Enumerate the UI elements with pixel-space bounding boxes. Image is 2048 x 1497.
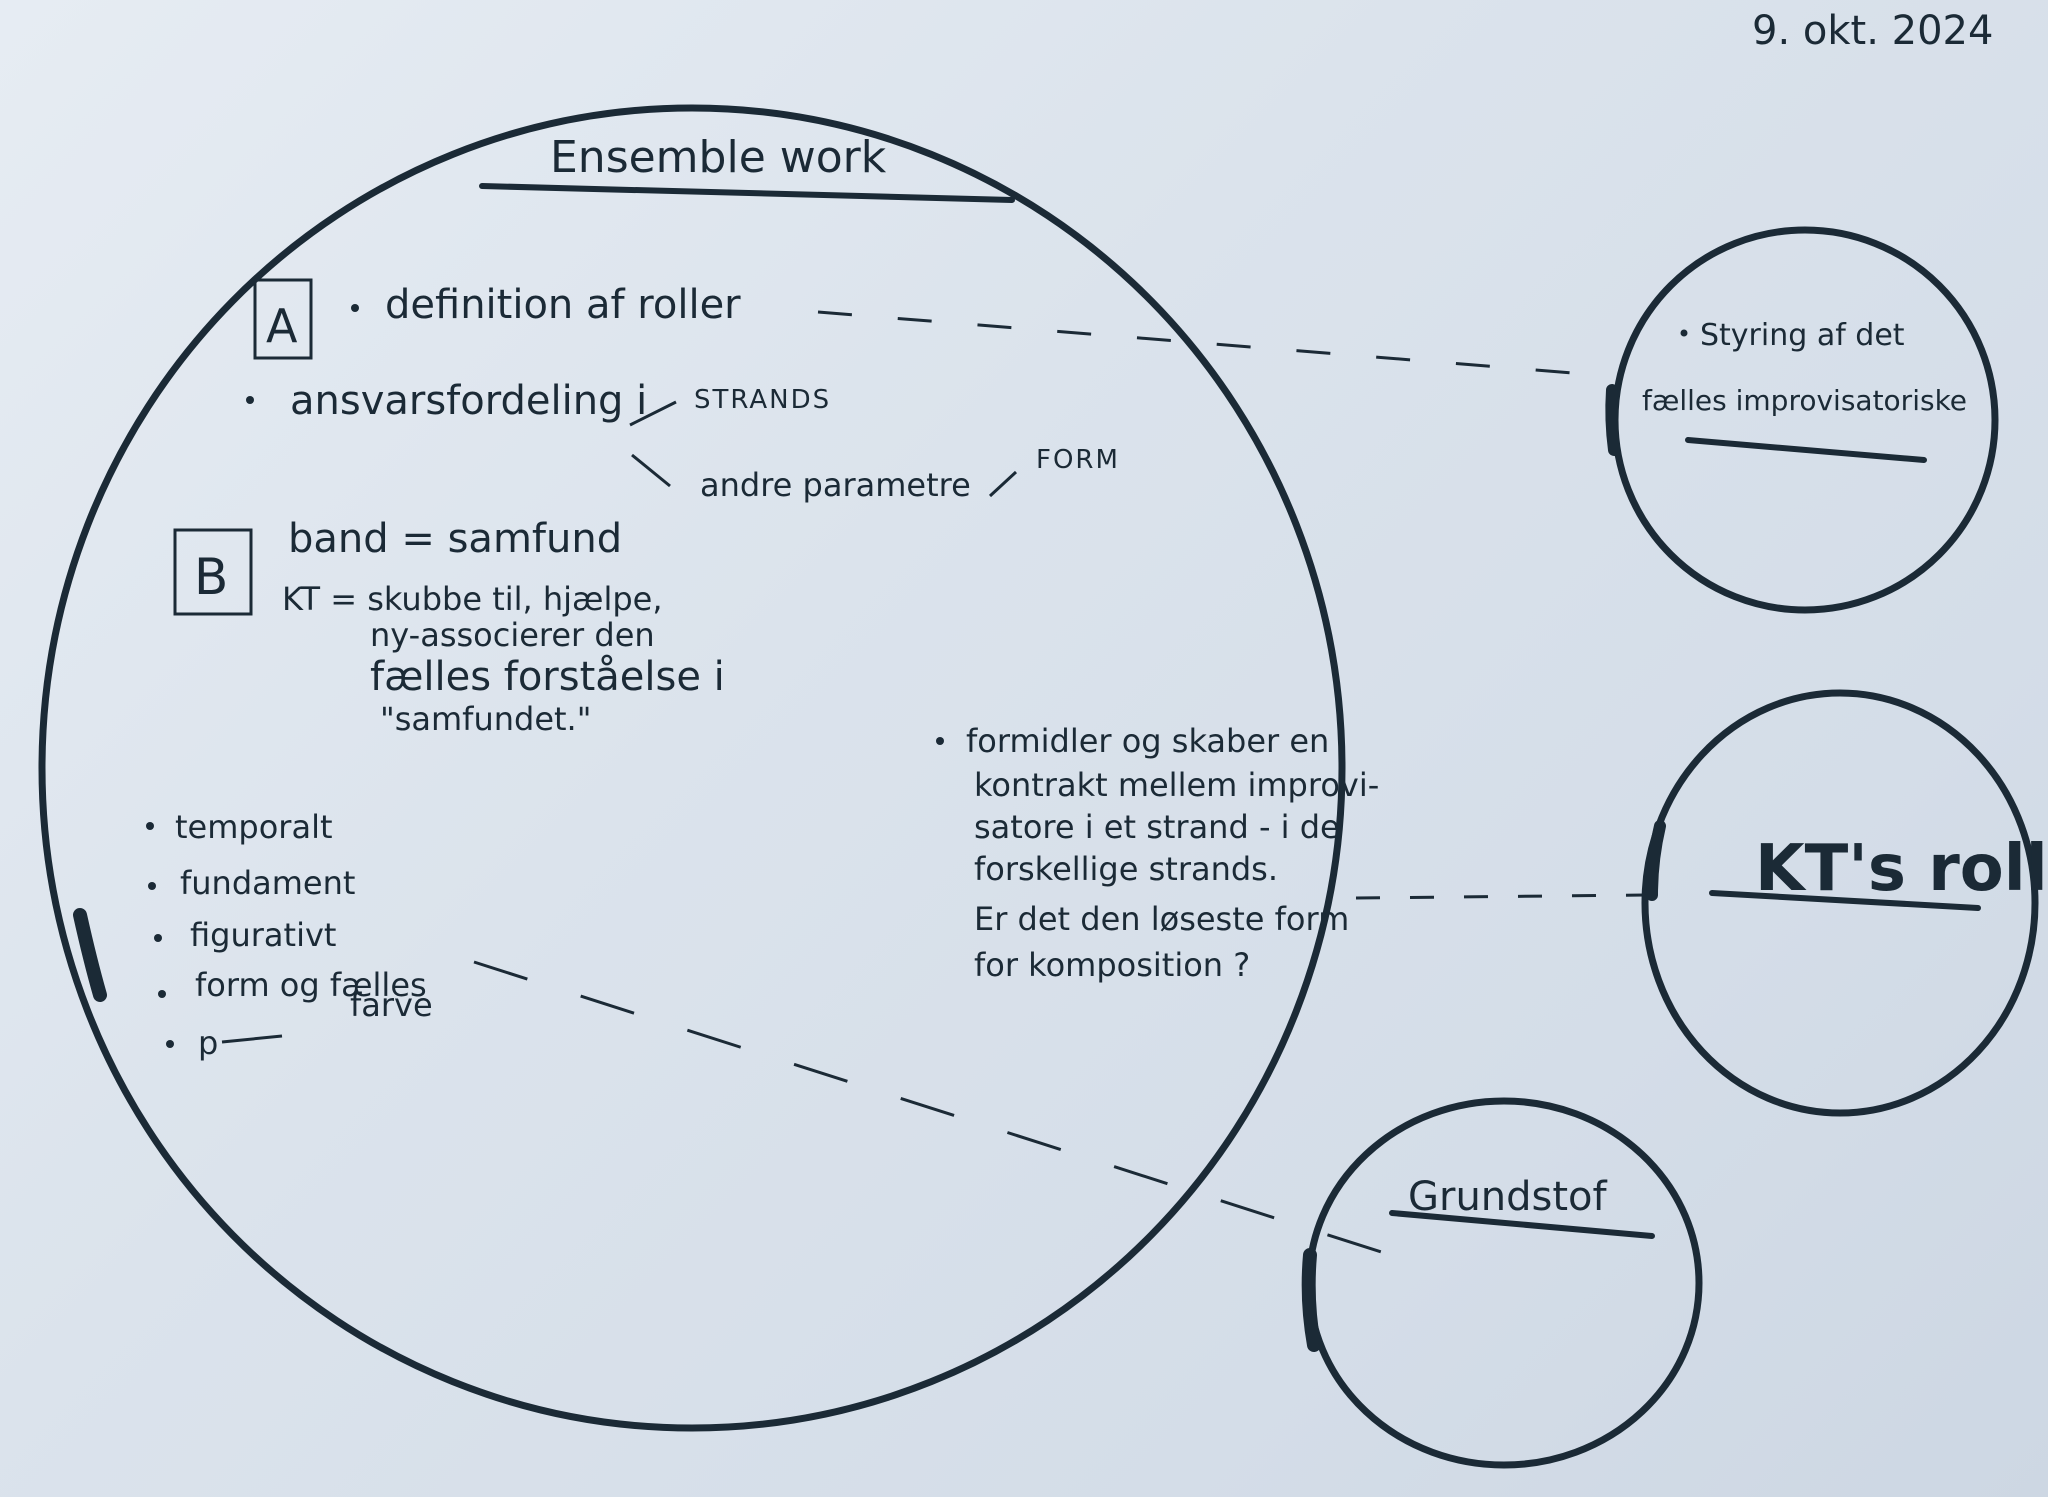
circle-bottom-thick-arc [1301,1248,1321,1352]
bullet-dot [154,934,162,942]
right-note-line-2: kontrakt mellem improvi- [974,766,1379,804]
right-note-line-6: for komposition ? [974,946,1250,984]
bullet-dot [246,396,254,404]
connector-to-mid-right [1355,893,1646,900]
section-a-bullet-1: definition af roller [385,282,741,328]
branch-strands: STRANDS [694,385,831,415]
bullet-dot [166,1040,174,1048]
section-b-label: B [194,548,228,606]
section-a-label: A [266,299,298,353]
branch-line-up [629,400,677,427]
circle-top-right-line-2: fælles improvisatoriske [1642,384,1967,417]
date-label: 9. okt. 2024 [1752,8,1993,54]
circle-top-right-line-1: Styring af det [1700,318,1905,353]
connector-to-bottom [473,960,1401,1260]
circle-bottom-title: Grundstof [1408,1174,1608,1220]
branch-andre-parametre: andre parametre [700,466,971,504]
main-circle [38,104,1346,1432]
circle-top-right-underline [1685,437,1927,463]
section-b-line-1: band = samfund [288,516,622,562]
circle-bottom-underline [1389,1210,1655,1239]
bullet-dot [158,990,166,998]
branch-line-down [631,453,671,488]
section-b-box [173,528,253,616]
section-b-line-5: "samfundet." [380,700,591,738]
section-a-box [253,278,313,360]
section-b-line-3: ny-associerer den [370,616,655,654]
bullet-dot [148,882,156,890]
circle-mid-right [1641,689,2039,1117]
right-note-line-4: forskellige strands. [974,850,1278,888]
left-bullet-2: fundament [180,864,355,902]
circle-top-right [1611,226,1999,614]
circle-bottom [1305,1097,1703,1469]
left-bullet-4-farve: farve [350,986,433,1024]
connector-to-top-right [817,310,1611,378]
right-note-line-1: formidler og skaber en [966,722,1329,760]
circle-mid-right-underline [1709,890,1981,911]
bullet-dot [936,737,944,745]
right-note-line-5: Er det den løseste form [974,900,1349,938]
main-title: Ensemble work [550,132,887,183]
circle-mid-right-title: KT's rolle [1755,832,2048,906]
right-note-line-3: satore i et strand - i de [974,808,1340,846]
branch-form: FORM [1036,445,1120,475]
main-title-underline [479,183,1015,203]
circle-top-right-thick-arc [1605,384,1620,456]
section-a-bullet-2: ansvarsfordeling i [290,378,647,424]
circle-mid-right-thick-arc [1646,820,1666,901]
section-b-line-2: KT = skubbe til, hjælpe, [282,580,663,618]
branch-line-form [988,470,1018,498]
left-bullet-p: p [198,1024,218,1062]
left-bullet-p-dash [221,1034,283,1044]
bullet-dot [351,304,359,312]
bullet-dot [1680,329,1688,337]
bullet-dot [146,822,154,830]
left-bullet-3: figurativt [190,916,336,954]
section-b-line-4: fælles forståelse i [370,654,725,700]
left-bullet-1: temporalt [175,808,333,846]
main-circle-thick-arc [73,908,107,1002]
left-bullet-4: form og fælles [195,966,427,1004]
